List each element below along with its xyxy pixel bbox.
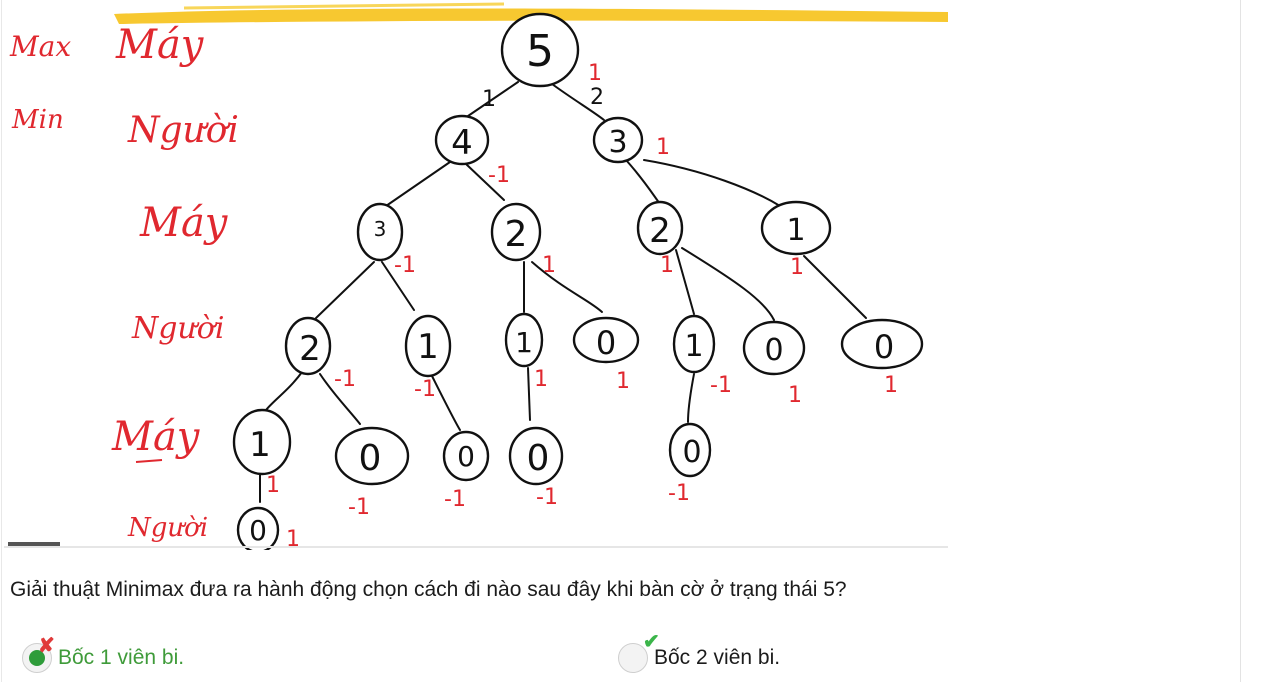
score-label: 1 (788, 383, 802, 408)
row-label-1: Máy (115, 22, 205, 68)
row-label-5: Máy (111, 414, 201, 460)
node-label: 2 (505, 214, 528, 255)
answer-option-2[interactable]: ✔ Bốc 2 viên bi. (618, 632, 781, 676)
node-circle (742, 320, 806, 376)
score-label: 1 (534, 367, 548, 392)
node-circle (636, 200, 684, 256)
score-label: 1 (266, 473, 280, 498)
score-label: 1 (616, 369, 630, 394)
node-label: 1 (249, 425, 271, 465)
answer-option-2-label: Bốc 2 viên bi. (654, 646, 781, 669)
node-label: 1 (786, 213, 805, 248)
node-label: 0 (457, 440, 475, 473)
radio-dot (29, 650, 45, 666)
answer-option-1-label: Bốc 1 viên bi. (58, 646, 185, 669)
node-label: 0 (682, 435, 701, 470)
score-label: 1 (656, 135, 670, 160)
node-circle (442, 430, 490, 482)
node-label: 0 (764, 333, 783, 368)
node-circle (760, 200, 832, 256)
node-circle (504, 312, 544, 368)
check-mark-icon: ✔ (643, 631, 660, 653)
max-label: Max (9, 30, 71, 63)
node-label: 3 (374, 217, 387, 241)
score-label: 1 (884, 373, 898, 398)
node-circle (404, 314, 452, 378)
node-circle (232, 408, 292, 476)
score-label: 1 (286, 527, 300, 550)
minimax-tree-image: Max Min Máy Người Máy Người Máy Người (4, 0, 948, 550)
node-circle (592, 116, 644, 164)
score-label: -1 (668, 481, 690, 506)
answer-option-1[interactable]: ✘ Bốc 1 viên bi. (22, 636, 185, 676)
node-label: 0 (596, 324, 616, 362)
card-border (1, 0, 2, 682)
score-label: -1 (536, 485, 558, 510)
cross-mark-icon: ✘ (38, 635, 55, 657)
node-label: 0 (249, 514, 267, 547)
score-label: 1 (790, 255, 804, 280)
node-label: 5 (526, 26, 554, 77)
row-label-6: Người (127, 513, 208, 543)
min-label: Min (11, 105, 64, 135)
node-label: 4 (451, 123, 473, 163)
root-score: 1 (588, 61, 602, 86)
score-label: 1 (660, 253, 674, 278)
node-circle (508, 426, 564, 486)
score-label: -1 (444, 487, 466, 512)
edge-label: 1 (482, 87, 496, 112)
node-label: 0 (527, 438, 550, 479)
node-circle (434, 114, 490, 166)
node-circle (672, 314, 716, 374)
node-circle (356, 202, 404, 262)
score-label: -1 (710, 373, 732, 398)
score-label: 1 (542, 253, 556, 278)
score-label: -1 (488, 163, 510, 188)
node-circle (334, 426, 410, 486)
score-label: -1 (334, 367, 356, 392)
node-circle (572, 316, 640, 364)
node-label: 1 (515, 326, 533, 359)
row-label-3: Máy (139, 200, 229, 246)
node-circle (490, 202, 542, 262)
node-label: 2 (299, 329, 321, 369)
node-label: 1 (684, 329, 703, 364)
row-label-4: Người (131, 311, 224, 346)
score-label: -1 (348, 495, 370, 520)
edge-label: 2 (590, 85, 604, 110)
node-circle (668, 422, 712, 478)
question-text: Giải thuật Minimax đưa ra hành động chọn… (10, 578, 847, 601)
node-label: 2 (649, 211, 671, 251)
node-label: 3 (608, 125, 627, 160)
radio-button[interactable]: ✔ (618, 632, 660, 673)
node-label: 0 (359, 438, 382, 479)
radio-button-selected[interactable]: ✘ (22, 636, 55, 673)
node-label: 1 (417, 327, 439, 367)
score-label: -1 (394, 253, 416, 278)
score-label: -1 (414, 377, 436, 402)
node-circle (840, 318, 924, 370)
node-circle (284, 316, 332, 376)
row-label-2: Người (127, 110, 239, 151)
node-circle (236, 506, 280, 550)
node-label: 0 (874, 328, 894, 366)
node-circle (500, 12, 580, 88)
